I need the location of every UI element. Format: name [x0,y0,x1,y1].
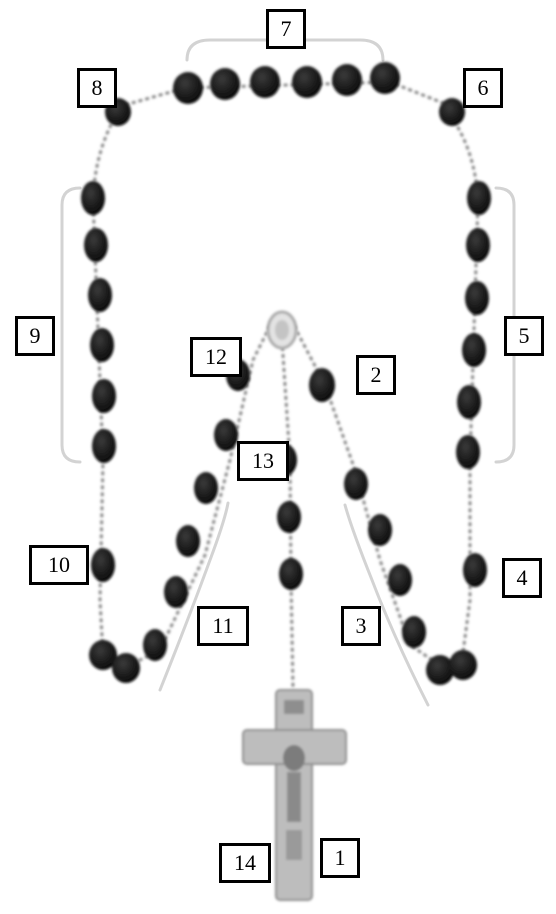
bead [90,328,114,362]
bead [368,514,392,546]
rosary-beads [81,62,491,685]
bracket-inner-right [343,503,430,707]
bead [84,228,108,262]
label-box-14: 14 [219,843,271,883]
bead [112,653,140,683]
bead [467,181,491,215]
bead [457,385,481,419]
label-box-6: 6 [463,68,503,108]
bead [88,278,112,312]
bead [277,501,301,533]
bead-brackets [60,38,516,707]
bead [89,640,117,670]
bead [465,281,489,315]
bead [92,379,116,413]
center-medal [266,310,298,350]
bead [402,616,426,648]
bead [463,553,487,587]
bead [210,68,240,100]
label-box-8: 8 [77,68,117,108]
bead [332,64,362,96]
label-box-10: 10 [29,545,89,585]
bead [173,72,203,104]
bead [388,564,412,596]
label-box-11: 11 [197,606,249,646]
bead [466,228,490,262]
label-box-5: 5 [504,316,544,356]
label-box-2: 2 [356,355,396,395]
bead [309,368,335,402]
label-box-1: 1 [320,838,360,878]
bead [81,181,105,215]
bead [370,62,400,94]
label-box-9: 9 [15,316,55,356]
bead [449,650,477,680]
bead [456,435,480,469]
rosary-chain [91,80,480,691]
bead [214,419,238,451]
bead [250,66,280,98]
bead [194,472,218,504]
bracket-left-decade [60,186,82,464]
bead [143,629,167,661]
bead [279,558,303,590]
bead [176,525,200,557]
label-box-3: 3 [341,606,381,646]
label-box-12: 12 [190,337,242,377]
label-box-4: 4 [502,558,542,598]
bead [91,548,115,582]
bracket-inner-left [158,501,230,692]
bead [439,98,465,126]
bead [344,468,368,500]
label-box-7: 7 [266,9,306,49]
crucifix [242,689,347,901]
bead [462,333,486,367]
bead [426,655,454,685]
label-box-13: 13 [237,441,289,481]
bead [92,429,116,463]
bead [164,576,188,608]
bead [292,66,322,98]
